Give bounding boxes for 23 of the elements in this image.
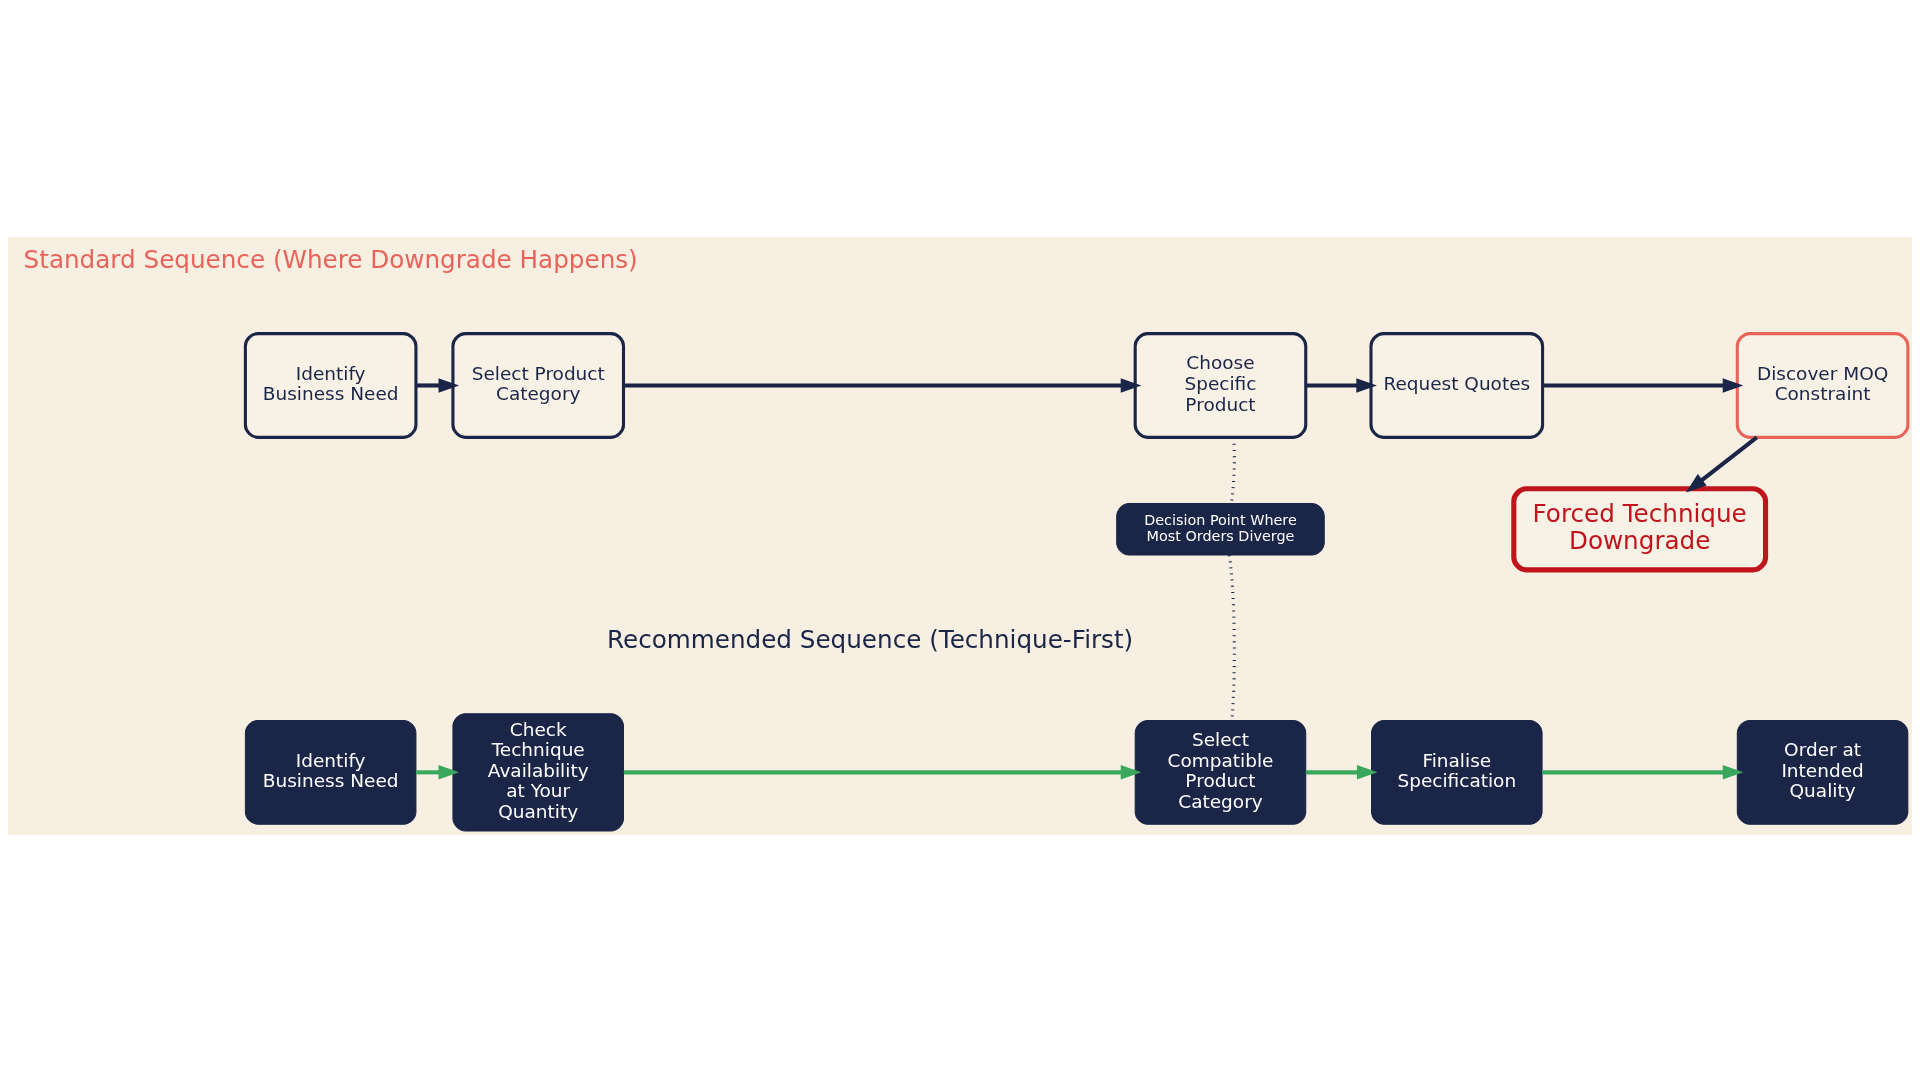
node-box: Check Technique Availability at Your Quantity <box>452 713 624 832</box>
arrow <box>1305 378 1377 393</box>
arrow <box>1542 765 1744 780</box>
label: Standard Sequence (Where Downgrade Happens) <box>23 245 638 275</box>
node-box: Request Quotes <box>1369 332 1545 439</box>
node-box: Finalise Specification <box>1371 719 1543 825</box>
node-box: Select Product Category <box>451 332 626 439</box>
arrow <box>1305 765 1378 780</box>
node-box: Choose Specific Product <box>1133 332 1308 439</box>
label: Recommended Sequence (Technique-First) <box>606 625 1134 655</box>
arrow <box>623 378 1142 393</box>
node-box: Forced Technique Downgrade <box>1511 486 1769 573</box>
node-box: Identify Business Need <box>244 719 417 825</box>
node-box: Discover MOQ Constraint <box>1735 332 1910 439</box>
arrow <box>416 765 460 780</box>
node-box: Order at Intended Quality <box>1736 719 1909 825</box>
arrow <box>416 378 460 393</box>
node-box: Select Compatible Product Category <box>1134 719 1307 825</box>
arrow <box>1542 378 1744 393</box>
node-box: Identify Business Need <box>243 332 418 439</box>
arrow <box>623 765 1142 780</box>
node-box: Decision Point Where Most Orders Diverge <box>1116 503 1325 556</box>
arrow <box>1685 435 1759 493</box>
